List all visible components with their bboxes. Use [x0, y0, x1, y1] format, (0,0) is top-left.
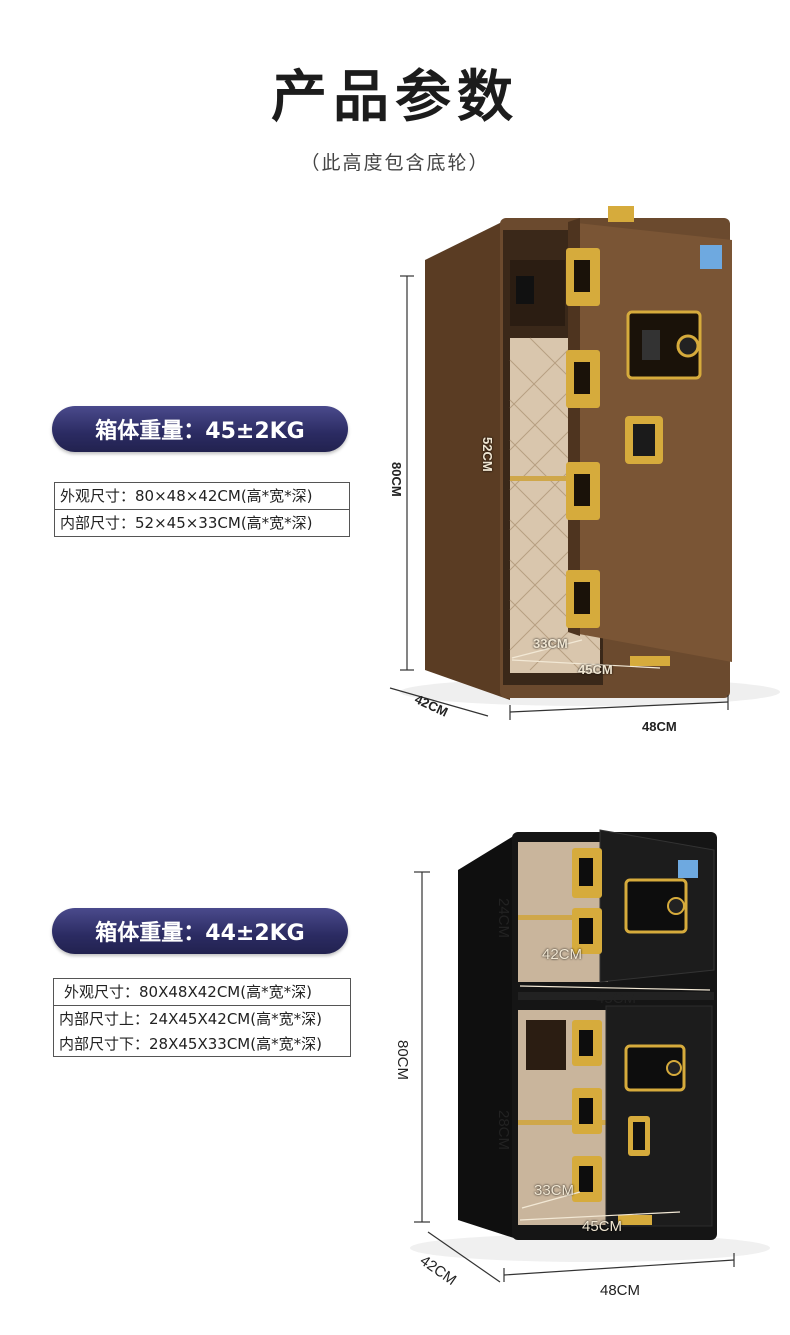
- dim-width-2: 48CM: [600, 1282, 641, 1299]
- weight-badge-1: 箱体重量：45±2KG: [52, 406, 348, 452]
- safe-image-black: [410, 829, 770, 1283]
- dim-lower-width-2: 45CM: [582, 1218, 623, 1235]
- spec-interior-upper-2: 内部尺寸上：24X45X42CM(高*宽*深): [54, 1005, 350, 1032]
- spec-table-2: 外观尺寸：80X48X42CM(高*宽*深) 内部尺寸上：24X45X42CM(…: [53, 978, 351, 1057]
- dim-inner-width-1: 45CM: [578, 662, 613, 677]
- safe-image-brown: [389, 206, 780, 720]
- spec-exterior-1: 外观尺寸：80×48×42CM(高*宽*深): [60, 487, 313, 505]
- page-subtitle: （此高度包含底轮）: [300, 152, 490, 174]
- dim-lower-height-2: 28CM: [495, 1110, 512, 1151]
- dim-width-1: 48CM: [642, 719, 677, 734]
- weight-badge-2: 箱体重量：44±2KG: [52, 908, 348, 954]
- page-title: 产品参数: [271, 65, 519, 130]
- dim-height-1: 80CM: [389, 462, 404, 497]
- dim-upper-height-2: 24CM: [495, 898, 512, 939]
- dim-lower-depth-2: 33CM: [534, 1182, 575, 1199]
- spec-interior-1: 内部尺寸：52×45×33CM(高*宽*深): [55, 509, 349, 536]
- dim-inner-height-1: 52CM: [480, 437, 495, 472]
- dim-inner-depth-1: 33CM: [533, 636, 568, 651]
- spec-exterior-2: 外观尺寸：80X48X42CM(高*宽*深): [64, 983, 312, 1001]
- spec-interior-lower-2: 内部尺寸下：28X45X33CM(高*宽*深): [59, 1035, 322, 1053]
- dim-upper-depth-2: 42CM: [542, 946, 583, 963]
- dim-height-2: 80CM: [394, 1040, 411, 1081]
- dim-upper-width-2: 45CM: [596, 990, 637, 1007]
- spec-table-1: 外观尺寸：80×48×42CM(高*宽*深) 内部尺寸：52×45×33CM(高…: [54, 482, 350, 537]
